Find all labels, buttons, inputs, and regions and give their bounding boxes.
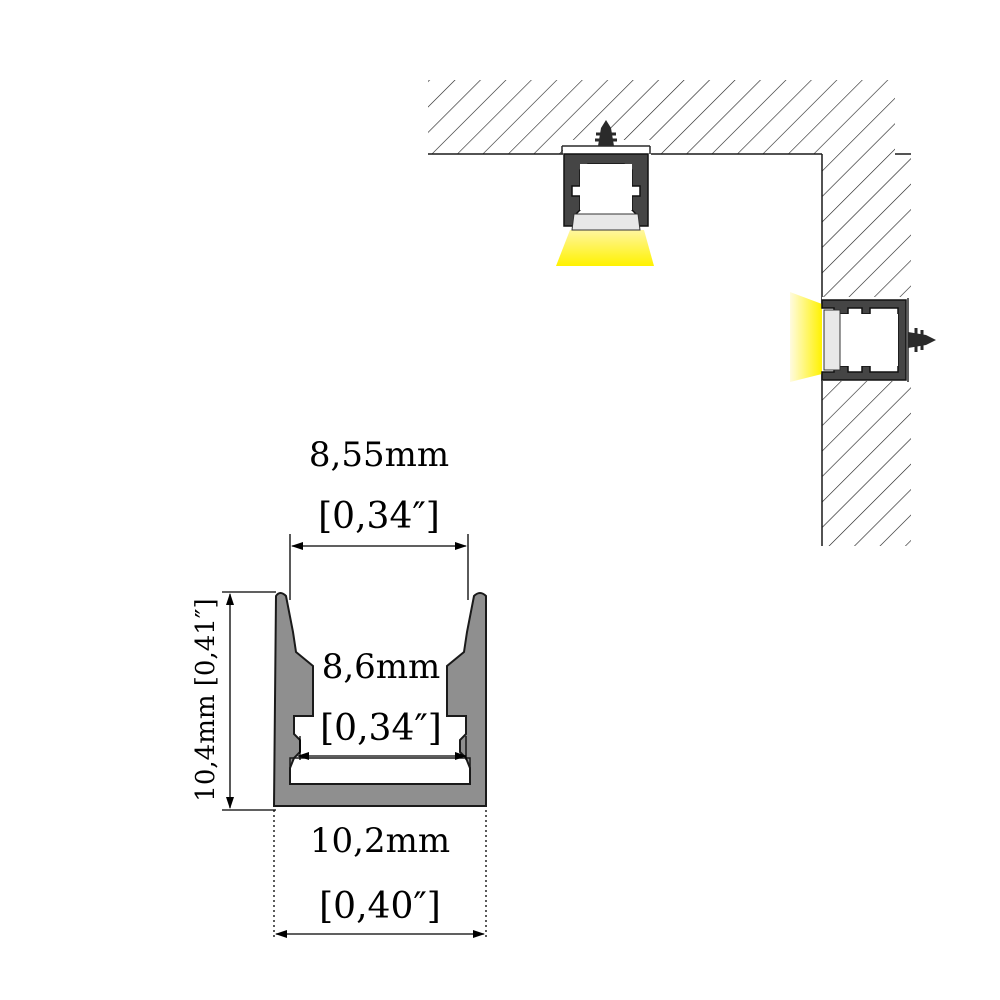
outer-width-mm-label: 10,2mm — [310, 821, 450, 861]
wall-mounted-profile — [790, 292, 936, 382]
dimension-labels: 8,55mm [0,34″] 8,6mm [0,34″] 10,2mm [0,4… — [191, 435, 450, 927]
spring-clip-icon — [907, 298, 936, 382]
ceiling-hatch — [428, 80, 895, 154]
profile-cross-section — [272, 592, 487, 807]
ceiling-mounted-profile — [556, 120, 654, 266]
height-label: 10,4mm [0,41″] — [191, 598, 221, 801]
spring-clip-icon — [561, 120, 651, 154]
light-beam-icon — [556, 230, 654, 266]
inner-width-mm-label: 8,6mm — [322, 647, 441, 687]
aluminium-profile — [272, 592, 487, 807]
light-beam-icon — [790, 292, 822, 382]
top-opening-mm-label: 8,55mm — [309, 435, 449, 475]
dimension-lines — [222, 534, 487, 940]
top-opening-in-label: [0,34″] — [318, 496, 440, 537]
outer-width-in-label: [0,40″] — [319, 886, 441, 927]
inner-width-in-label: [0,34″] — [320, 708, 442, 749]
